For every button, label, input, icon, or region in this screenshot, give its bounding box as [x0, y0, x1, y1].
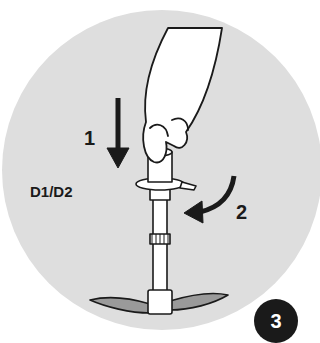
flange-tab	[180, 182, 196, 190]
blade-hub	[148, 290, 172, 314]
push-arrow-shaft	[116, 98, 121, 150]
push-arrow-head	[107, 148, 129, 168]
gear-ring	[150, 234, 170, 244]
gear-tooth	[164, 234, 165, 244]
gear-tooth	[168, 234, 169, 244]
blade-right	[170, 293, 228, 310]
gear-tooth	[156, 234, 157, 244]
figure-number: 3	[270, 311, 281, 331]
arrows	[107, 98, 234, 223]
blade-assembly	[90, 148, 228, 314]
thumb-line	[150, 125, 168, 136]
figure-number-badge: 3	[254, 299, 298, 343]
gear-teeth	[152, 234, 168, 244]
step-number: 1	[84, 128, 95, 148]
gear-tooth	[160, 234, 161, 244]
gear-tooth	[152, 234, 153, 244]
step-number: 2	[236, 202, 247, 222]
background-disc	[2, 10, 320, 330]
turn-arrow-head	[184, 201, 203, 223]
hand-outline	[143, 28, 222, 162]
finger-line	[172, 118, 188, 130]
shaft	[153, 198, 167, 292]
blade-left	[90, 297, 150, 313]
turn-arrow-shaft	[200, 176, 234, 212]
model-label: D1/D2	[30, 184, 73, 199]
hand	[143, 28, 222, 162]
